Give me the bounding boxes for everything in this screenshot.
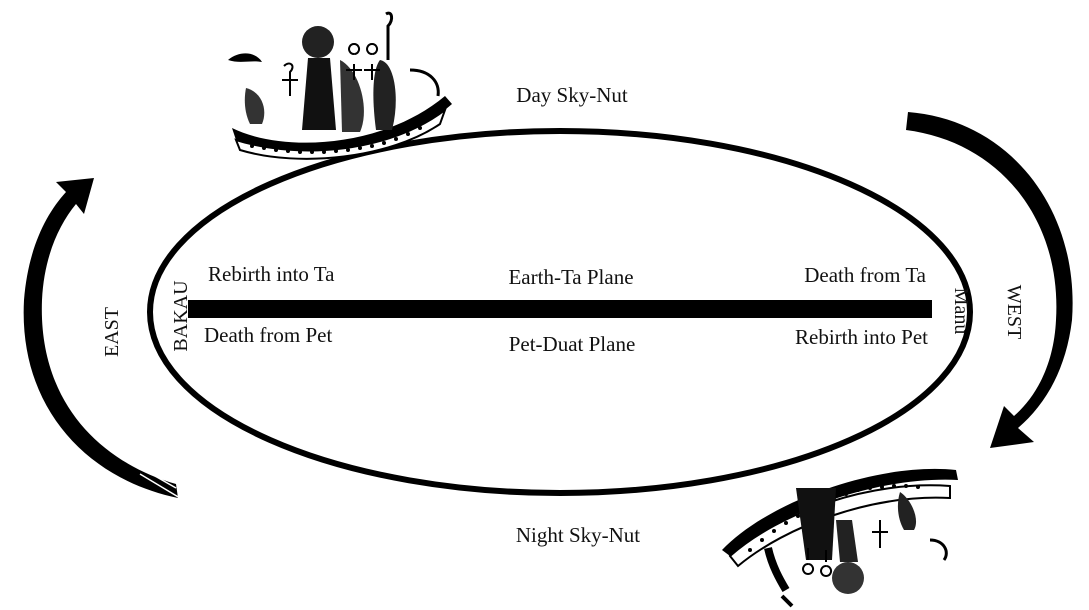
day-sky-label: Day Sky-Nut bbox=[516, 83, 628, 107]
rebirth-ta-label: Rebirth into Ta bbox=[208, 262, 335, 286]
pet-plane-label: Pet-Duat Plane bbox=[509, 332, 636, 356]
night-sky-label: Night Sky-Nut bbox=[516, 523, 640, 547]
manu-label: Manu bbox=[950, 288, 972, 335]
bakau-label: BAKAU bbox=[170, 280, 192, 352]
death-pet-label: Death from Pet bbox=[204, 323, 332, 347]
inverted-solar-barque-icon bbox=[722, 469, 958, 606]
solar-barque-icon bbox=[228, 13, 452, 159]
earth-plane-label: Earth-Ta Plane bbox=[508, 265, 633, 289]
horizon-plane-bar bbox=[188, 300, 932, 318]
west-label: WEST bbox=[1003, 285, 1025, 339]
death-ta-label: Death from Ta bbox=[804, 263, 926, 287]
west-arrow-icon bbox=[906, 112, 1073, 448]
east-label: EAST bbox=[101, 307, 123, 357]
rebirth-pet-label: Rebirth into Pet bbox=[795, 325, 928, 349]
